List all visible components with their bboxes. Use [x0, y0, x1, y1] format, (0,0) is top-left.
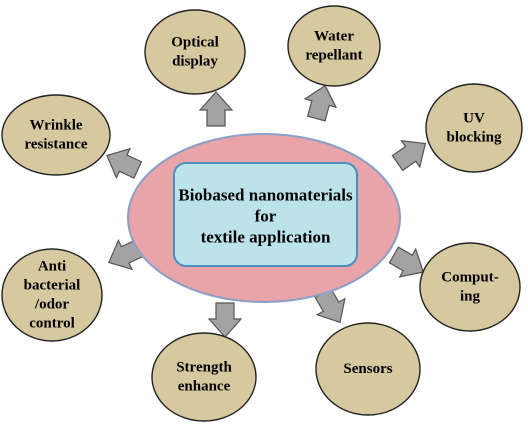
- node-wrinkle-resistance: Wrinkle resistance: [1, 94, 111, 176]
- node-ellipse: [425, 83, 523, 173]
- arrow-to-computing: [388, 246, 425, 278]
- node-ellipse: [419, 242, 521, 332]
- node-label-line: ing: [460, 289, 481, 305]
- node-optical-display: Optical display: [144, 9, 246, 95]
- arrow-to-optical-display: [198, 91, 234, 127]
- node-label-line: enhance: [178, 379, 231, 395]
- arrows-layer: [106, 84, 427, 338]
- arrow-to-uv-blocking: [391, 139, 427, 172]
- arrow-to-wrinkle-resistance: [106, 147, 143, 180]
- node-ellipse: [1, 94, 111, 176]
- center-box: [173, 162, 358, 267]
- node-label-line: Comput-: [441, 270, 499, 286]
- arrow-to-strength-enhance: [207, 302, 243, 338]
- node-ellipse: [151, 332, 257, 422]
- node-water-repellant: Water repellant: [287, 5, 381, 87]
- center-text-line: Biobased nanomaterials: [178, 186, 353, 205]
- node-label-line: Anti: [38, 259, 66, 275]
- node-ellipse: [287, 5, 381, 87]
- node-label-line: Wrinkle: [29, 118, 82, 134]
- node-label-line: UV: [463, 111, 485, 127]
- node-label-line: control: [29, 316, 75, 332]
- center-text-line: textile application: [201, 228, 331, 247]
- node-sensors: Sensors: [315, 322, 421, 416]
- node-label-line: display: [172, 54, 218, 70]
- node-computing: Comput-ing: [419, 242, 521, 332]
- node-uv-blocking: UV blocking: [425, 83, 523, 173]
- node-strength-enhance: Strength enhance: [151, 332, 257, 422]
- node-label-line: Strength: [176, 360, 232, 376]
- arrow-to-sensors: [314, 287, 346, 324]
- node-anti-bacterial: Anti bacterial/odor control: [1, 248, 103, 342]
- node-label-line: /odor: [34, 297, 70, 313]
- node-label-line: bacterial: [24, 278, 81, 294]
- node-label-line: resistance: [24, 137, 87, 153]
- node-label-line: Water: [314, 29, 354, 45]
- center-text: Biobased nanomaterials for textile applica…: [178, 186, 353, 247]
- center-text-line: for: [255, 207, 277, 226]
- node-ellipse: [315, 322, 421, 416]
- node-label-line: Sensors: [343, 361, 392, 377]
- node-label-line: repellant: [305, 48, 362, 64]
- node-label-line: blocking: [446, 130, 502, 146]
- node-ellipse: [144, 9, 246, 95]
- arrow-to-water-repellant: [303, 84, 338, 122]
- node-ellipse: [1, 248, 103, 342]
- node-label-line: Optical: [171, 35, 219, 51]
